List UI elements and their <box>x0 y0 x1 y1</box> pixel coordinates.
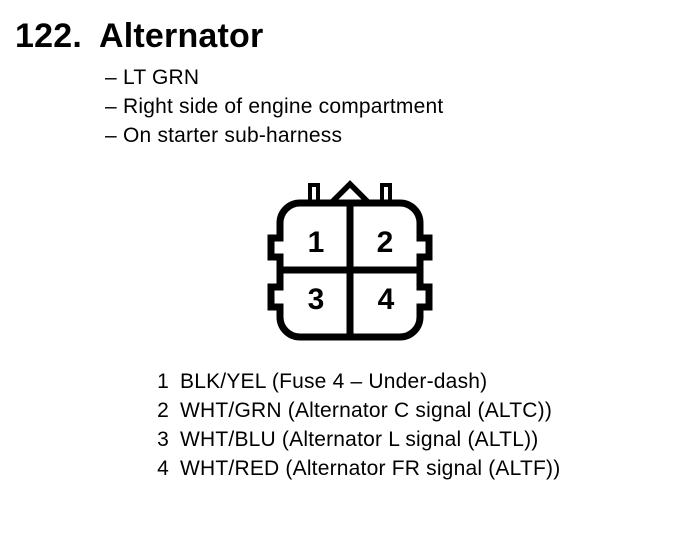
pin-description: WHT/RED (Alternator FR signal (ALTF)) <box>180 457 561 480</box>
section-heading: 122. Alternator <box>15 19 263 53</box>
note-text: LT GRN <box>123 66 200 89</box>
note-text: Right side of engine compartment <box>123 95 444 118</box>
connector-diagram: 1 2 3 4 <box>262 178 438 344</box>
note-dash: – <box>105 124 117 147</box>
pin-number: 3 <box>157 428 169 451</box>
section-number: 122. <box>15 17 82 55</box>
note-wire-color: – LT GRN <box>105 63 443 92</box>
pin-number: 1 <box>157 370 169 393</box>
pin-row-4: 4 WHT/RED (Alternator FR signal (ALTF)) <box>140 454 560 483</box>
pin-description: WHT/GRN (Alternator C signal (ALTC)) <box>180 399 553 422</box>
cavity-number-4: 4 <box>378 283 395 316</box>
connector-notes: – LT GRN – Right side of engine compartm… <box>105 63 443 150</box>
note-text: On starter sub-harness <box>123 124 343 147</box>
pin-number: 2 <box>157 399 169 422</box>
pin-description: WHT/BLU (Alternator L signal (ALTL)) <box>180 428 539 451</box>
pin-description: BLK/YEL (Fuse 4 – Under-dash) <box>180 370 488 393</box>
pin-row-3: 3 WHT/BLU (Alternator L signal (ALTL)) <box>140 425 560 454</box>
pin-row-2: 2 WHT/GRN (Alternator C signal (ALTC)) <box>140 396 560 425</box>
cavity-number-1: 1 <box>308 226 325 259</box>
pin-row-1: 1 BLK/YEL (Fuse 4 – Under-dash) <box>140 367 560 396</box>
cavity-number-3: 3 <box>308 283 325 316</box>
note-dash: – <box>105 95 117 118</box>
pin-number: 4 <box>157 457 169 480</box>
section-title: Alternator <box>98 17 264 55</box>
note-harness: – On starter sub-harness <box>105 121 443 150</box>
pin-list: 1 BLK/YEL (Fuse 4 – Under-dash) 2 WHT/GR… <box>140 367 560 483</box>
note-dash: – <box>105 66 117 89</box>
cavity-number-2: 2 <box>377 226 394 259</box>
note-location: – Right side of engine compartment <box>105 92 443 121</box>
